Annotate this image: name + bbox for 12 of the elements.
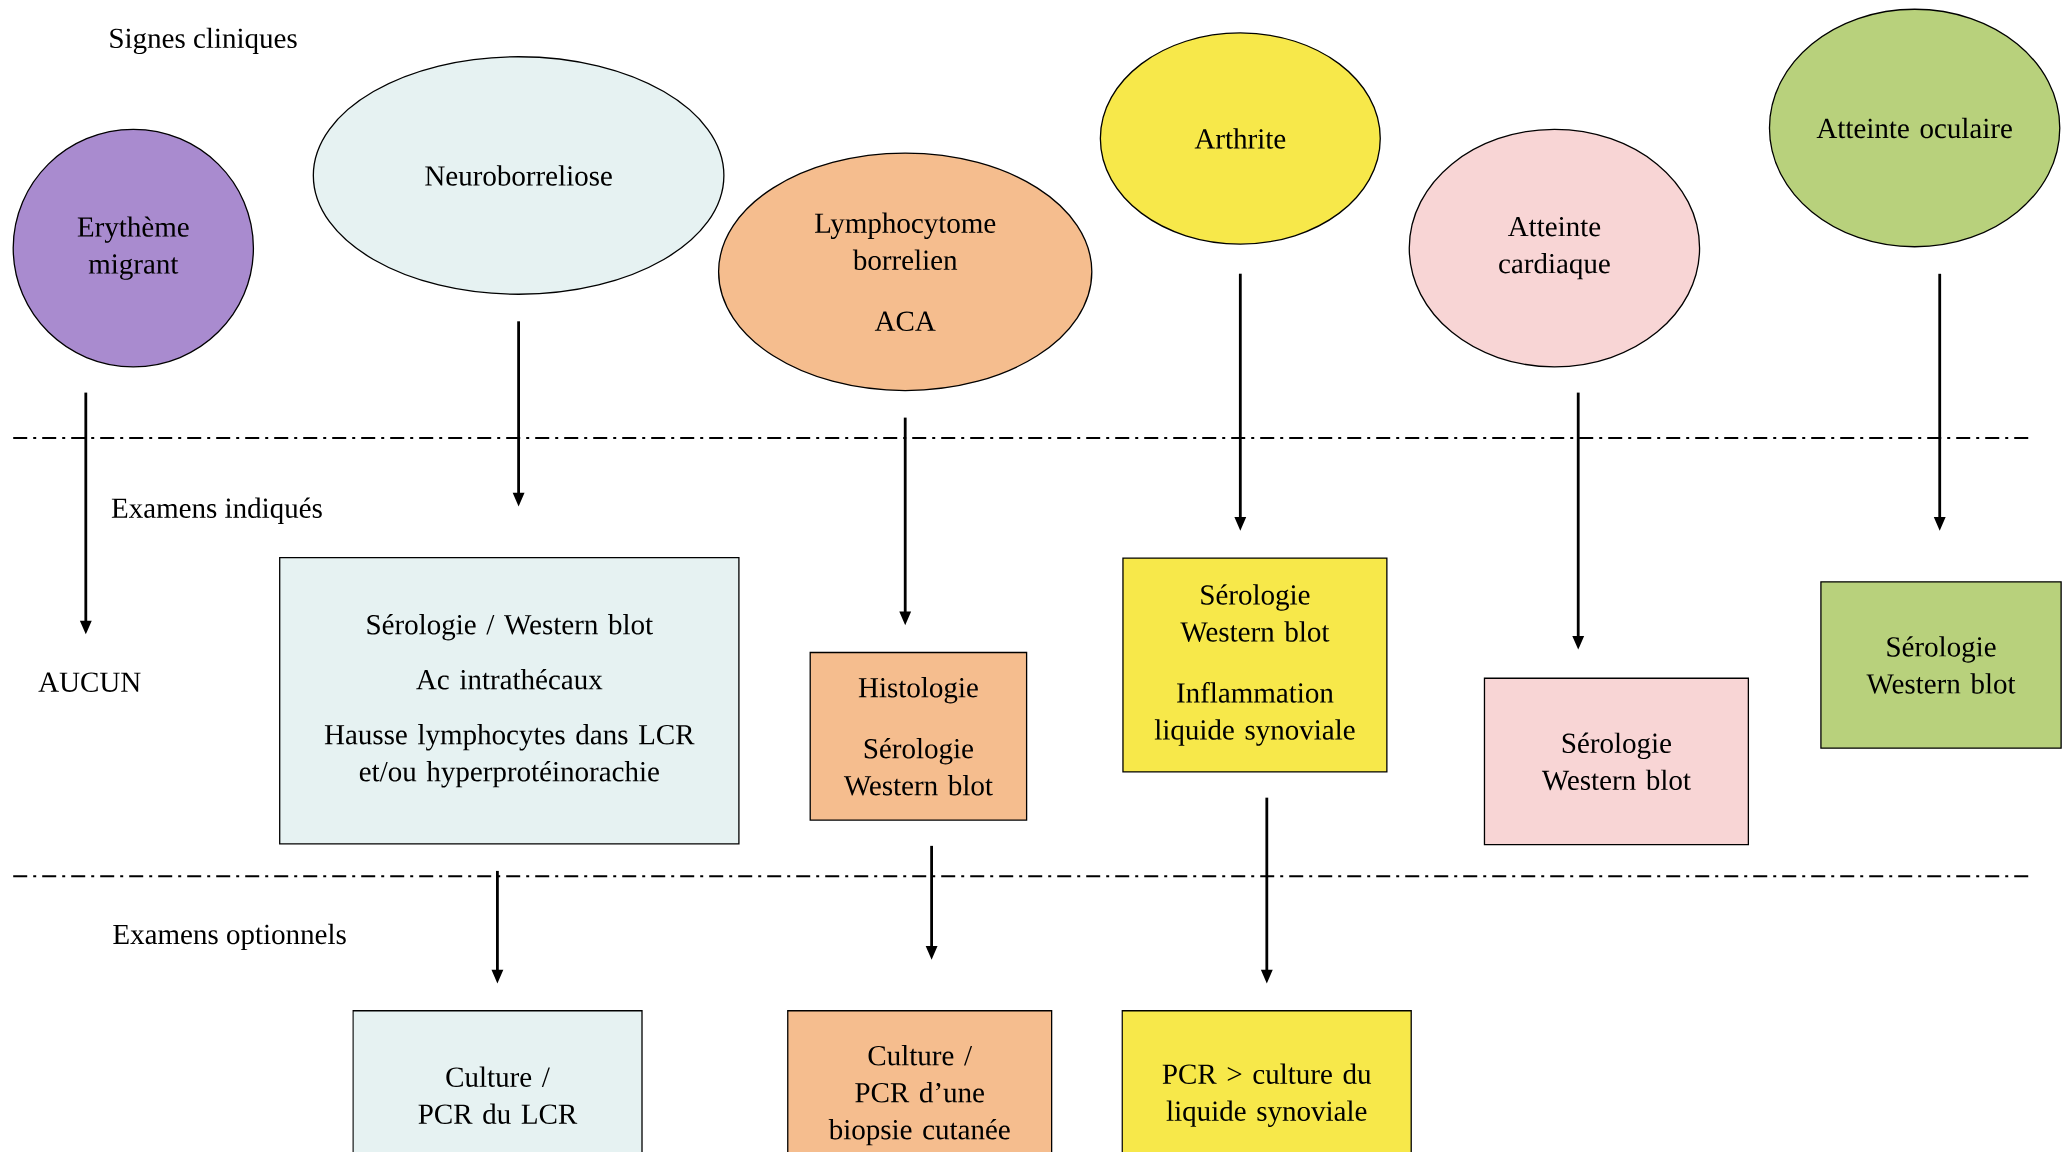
- exam-box: Sérologie / Western blot Ac intrathécaux Hausse lymphocytes dans LCR et/ou hyperprotéinorachie: [279, 556, 740, 845]
- section-heading: Examens optionnels: [113, 923, 346, 951]
- exam-box: Sérologie Western blot: [1483, 677, 1749, 846]
- exam-box: Sérologie Western blot Inflammation liquide synoviale: [1122, 557, 1388, 773]
- exam-box: Culture / PCR d’une biopsie cutanée: [787, 1010, 1053, 1152]
- exam-box: Sérologie Western blot: [1820, 581, 2062, 749]
- exam-text: AUCUN: [38, 672, 141, 692]
- section-heading: Examens indiqués: [111, 497, 322, 524]
- exam-box: Culture / PCR du LCR: [352, 1010, 643, 1152]
- section-heading: Signes cliniques: [110, 27, 297, 55]
- exam-box: PCR > culture du liquide synoviale: [1121, 1010, 1412, 1152]
- exam-box: Histologie Sérologie Western blot: [809, 651, 1028, 821]
